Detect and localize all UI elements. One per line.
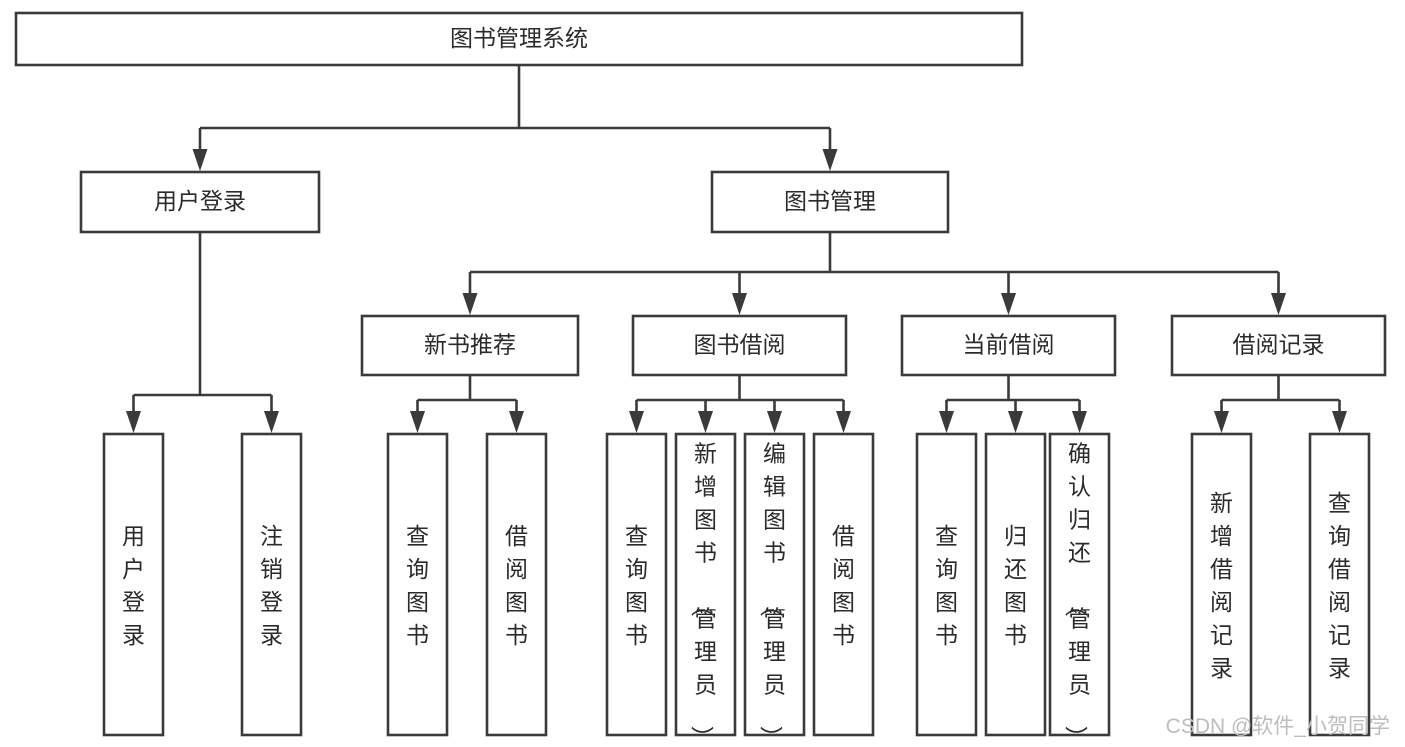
node-box-leaf-borrow-book-rec[interactable]	[485, 432, 548, 737]
node-box-leaf-confirm-return[interactable]	[1048, 432, 1111, 737]
node-label-root: 图书管理系统	[450, 25, 588, 51]
node-box-leaf-borrow-book[interactable]	[812, 432, 875, 737]
node-label-leaf-return-book: 归还图书	[1004, 523, 1027, 648]
node-book-manage[interactable]: 图书管理	[710, 170, 950, 234]
node-label-leaf-add-record: 新增借阅记录	[1210, 490, 1233, 681]
node-leaf-confirm-return[interactable]: 确认归还（管理员）	[1048, 432, 1111, 747]
node-leaf-logout[interactable]: 注销登录	[240, 432, 303, 737]
watermark-layer: CSDN @软件_小贺同学	[1166, 715, 1390, 738]
node-box-leaf-query-book-borrow[interactable]	[605, 432, 668, 737]
node-leaf-return-book[interactable]: 归还图书	[984, 432, 1047, 737]
connector-group-root	[192, 65, 838, 171]
node-label-leaf-borrow-book: 借阅图书	[832, 523, 855, 648]
node-leaf-query-book-borrow[interactable]: 查询图书	[605, 432, 668, 737]
node-box-leaf-edit-book[interactable]	[743, 432, 806, 737]
node-label-leaf-logout: 注销登录	[260, 523, 283, 648]
node-label-leaf-edit-book: 编辑图书（管理员）	[758, 441, 786, 747]
node-label-leaf-query-book-rec: 查询图书	[406, 523, 429, 648]
node-label-leaf-user-login: 用户登录	[122, 523, 145, 648]
csdn-watermark: CSDN @软件_小贺同学	[1166, 715, 1390, 738]
node-label-leaf-query-record: 查询借阅记录	[1328, 490, 1351, 681]
node-label-leaf-add-book: 新增图书（管理员）	[689, 441, 717, 747]
connector-group-book-borrow	[629, 375, 851, 433]
node-box-leaf-return-book[interactable]	[984, 432, 1047, 737]
node-label-leaf-borrow-book-rec: 借阅图书	[505, 523, 528, 648]
node-box-leaf-logout[interactable]	[240, 432, 303, 737]
node-label-book-manage: 图书管理	[784, 188, 876, 214]
node-leaf-add-book[interactable]: 新增图书（管理员）	[674, 432, 737, 747]
node-leaf-edit-book[interactable]: 编辑图书（管理员）	[743, 432, 806, 747]
node-label-leaf-query-book-borrow: 查询图书	[625, 523, 648, 648]
connector-layer	[126, 65, 1347, 433]
node-current-borrow[interactable]: 当前借阅	[900, 314, 1117, 377]
node-box-user-login[interactable]	[79, 170, 321, 234]
node-box-leaf-query-record[interactable]	[1308, 432, 1371, 737]
node-box-leaf-query-book-cur[interactable]	[915, 432, 978, 737]
node-box-leaf-add-record[interactable]	[1190, 432, 1253, 737]
node-label-leaf-query-book-cur: 查询图书	[935, 523, 958, 648]
node-borrow-record[interactable]: 借阅记录	[1170, 314, 1387, 377]
node-box-leaf-user-login[interactable]	[102, 432, 165, 737]
node-box-current-borrow[interactable]	[900, 314, 1117, 377]
connector-group-current-borrow	[939, 375, 1087, 433]
node-label-user-login: 用户登录	[154, 188, 246, 214]
node-box-root[interactable]	[14, 11, 1024, 67]
node-new-book-rec[interactable]: 新书推荐	[360, 314, 580, 377]
node-box-leaf-add-book[interactable]	[674, 432, 737, 737]
node-leaf-borrow-book-rec[interactable]: 借阅图书	[485, 432, 548, 737]
node-user-login[interactable]: 用户登录	[79, 170, 321, 234]
connector-group-user-login	[126, 232, 279, 433]
node-leaf-add-record[interactable]: 新增借阅记录	[1190, 432, 1253, 737]
connector-group-new-book-rec	[410, 375, 524, 433]
node-label-book-borrow: 图书借阅	[694, 332, 786, 358]
node-box-book-manage[interactable]	[710, 170, 950, 234]
connector-group-book-manage	[462, 232, 1286, 315]
node-label-new-book-rec: 新书推荐	[424, 332, 516, 358]
node-layer: 图书管理系统用户登录图书管理新书推荐图书借阅当前借阅借阅记录用户登录注销登录查询…	[14, 11, 1387, 747]
node-box-book-borrow[interactable]	[631, 314, 848, 377]
node-box-leaf-query-book-rec[interactable]	[386, 432, 449, 737]
node-leaf-user-login[interactable]: 用户登录	[102, 432, 165, 737]
node-label-leaf-confirm-return: 确认归还（管理员）	[1063, 441, 1091, 747]
connector-group-borrow-record	[1214, 375, 1347, 433]
node-root[interactable]: 图书管理系统	[14, 11, 1024, 67]
node-box-new-book-rec[interactable]	[360, 314, 580, 377]
node-label-borrow-record: 借阅记录	[1233, 332, 1325, 358]
node-box-borrow-record[interactable]	[1170, 314, 1387, 377]
node-leaf-query-record[interactable]: 查询借阅记录	[1308, 432, 1371, 737]
node-leaf-query-book-rec[interactable]: 查询图书	[386, 432, 449, 737]
node-label-current-borrow: 当前借阅	[963, 332, 1055, 358]
node-leaf-query-book-cur[interactable]: 查询图书	[915, 432, 978, 737]
node-leaf-borrow-book[interactable]: 借阅图书	[812, 432, 875, 737]
node-book-borrow[interactable]: 图书借阅	[631, 314, 848, 377]
